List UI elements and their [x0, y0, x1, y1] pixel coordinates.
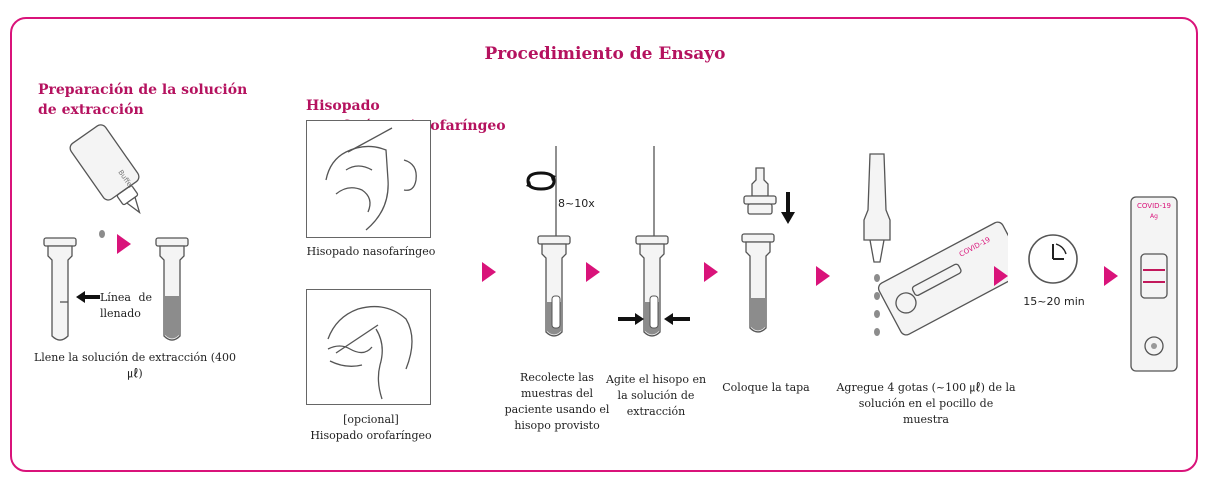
buffer-bottle-icon: Buffer: [69, 124, 141, 238]
step-arrow: [994, 266, 1008, 286]
squeeze-tube-icon: [635, 146, 669, 337]
result-ag-label: Ag: [1150, 213, 1158, 220]
result-cassette-icon: COVID-19 Ag: [1130, 196, 1178, 372]
step-fill-caption: Llene la solución de extracción (400 ㎕): [33, 351, 237, 380]
step-arrow: [1104, 266, 1118, 286]
oropharyngeal-illustration: [306, 289, 431, 405]
squeeze-arrow-right-icon: [618, 313, 644, 325]
procedure-frame: [10, 17, 1198, 472]
section-preparation-heading: Preparación de la solución de extracción: [38, 82, 248, 118]
step-agitate-caption: Agite el hisopo en la solución de extrac…: [605, 373, 707, 418]
step-arrow: [704, 262, 718, 282]
result-brand-label: COVID-19: [1137, 202, 1171, 210]
time-label: 15~20 min: [1023, 295, 1085, 308]
step-arrow: [816, 266, 830, 286]
down-arrow-icon: [781, 192, 795, 224]
nasopharyngeal-illustration: [306, 120, 431, 238]
step-arrow: [117, 234, 131, 254]
step-add-caption: Agregue 4 gotas (~100 ㎕) de la solución …: [836, 381, 1016, 426]
step-arrow: [586, 262, 600, 282]
fill-line-label: Línea de llenado: [100, 291, 152, 320]
step-arrow: [482, 262, 496, 282]
nasopharyngeal-caption: Hisopado nasofaríngeo: [306, 245, 436, 258]
optional-caption: [opcional]: [343, 413, 399, 426]
clock-icon: [1028, 234, 1078, 284]
fill-line-arrow-icon: [76, 291, 100, 303]
extraction-tube-filled-icon: [155, 237, 189, 341]
oropharyngeal-caption: Hisopado orofaríngeo: [310, 429, 432, 442]
step-collect-caption: Recolecte las muestras del paciente usan…: [504, 371, 610, 432]
squeeze-arrow-left-icon: [664, 313, 690, 325]
swab-in-tube-icon: [537, 146, 571, 337]
extraction-tube-empty-icon: [43, 237, 77, 341]
rotation-count-label: 8~10x: [558, 197, 595, 210]
step-cap-caption: Coloque la tapa: [722, 381, 810, 394]
rotation-icon: [526, 171, 556, 191]
page-title: Procedimiento de Ensayo: [484, 44, 726, 64]
dropper-cassette-icon: COVID-19: [863, 153, 1008, 336]
nozzle-cap-icon: [741, 167, 777, 333]
